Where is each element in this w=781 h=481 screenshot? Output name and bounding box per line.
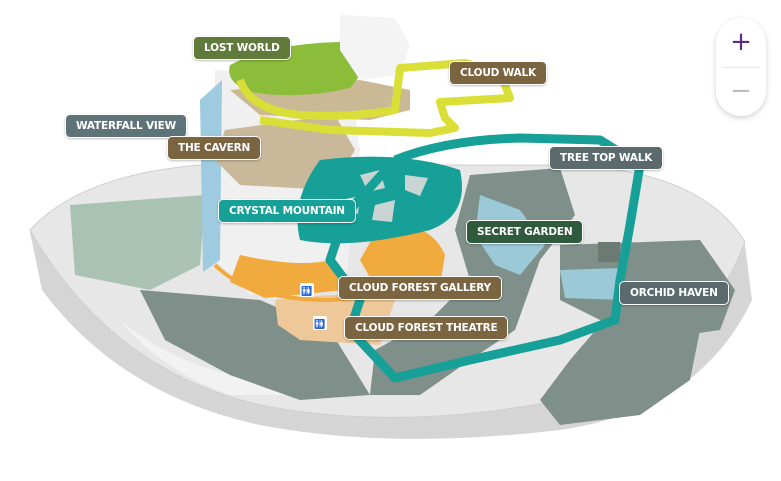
label-the-cavern[interactable]: THE CAVERN <box>167 136 262 160</box>
cloud-walk-path <box>236 59 514 137</box>
zoom-control: + − <box>716 18 766 116</box>
tree-top-walk-path <box>325 133 645 383</box>
minus-icon[interactable]: − <box>730 76 752 106</box>
label-cloud-walk[interactable]: CLOUD WALK <box>449 61 547 85</box>
waterfall <box>200 80 222 272</box>
label-waterfall-view[interactable]: WATERFALL VIEW <box>65 114 187 138</box>
svg-text:🚻: 🚻 <box>301 285 312 297</box>
label-tree-top-walk[interactable]: TREE TOP WALK <box>549 146 664 170</box>
plus-icon[interactable]: + <box>730 27 752 57</box>
label-crystal-mountain[interactable]: CRYSTAL MOUNTAIN <box>218 199 356 223</box>
label-cloud-forest-gallery[interactable]: CLOUD FOREST GALLERY <box>338 276 502 300</box>
label-lost-world[interactable]: LOST WORLD <box>193 36 291 60</box>
restroom-icon: 🚻 <box>300 283 314 297</box>
label-orchid-haven[interactable]: ORCHID HAVEN <box>619 281 729 305</box>
label-secret-garden[interactable]: SECRET GARDEN <box>466 220 584 244</box>
restroom-icon: 🚻 <box>313 316 327 330</box>
zoom-divider <box>722 67 760 68</box>
label-cloud-forest-theatre[interactable]: CLOUD FOREST THEATRE <box>344 316 509 340</box>
svg-text:🚻: 🚻 <box>314 318 325 330</box>
